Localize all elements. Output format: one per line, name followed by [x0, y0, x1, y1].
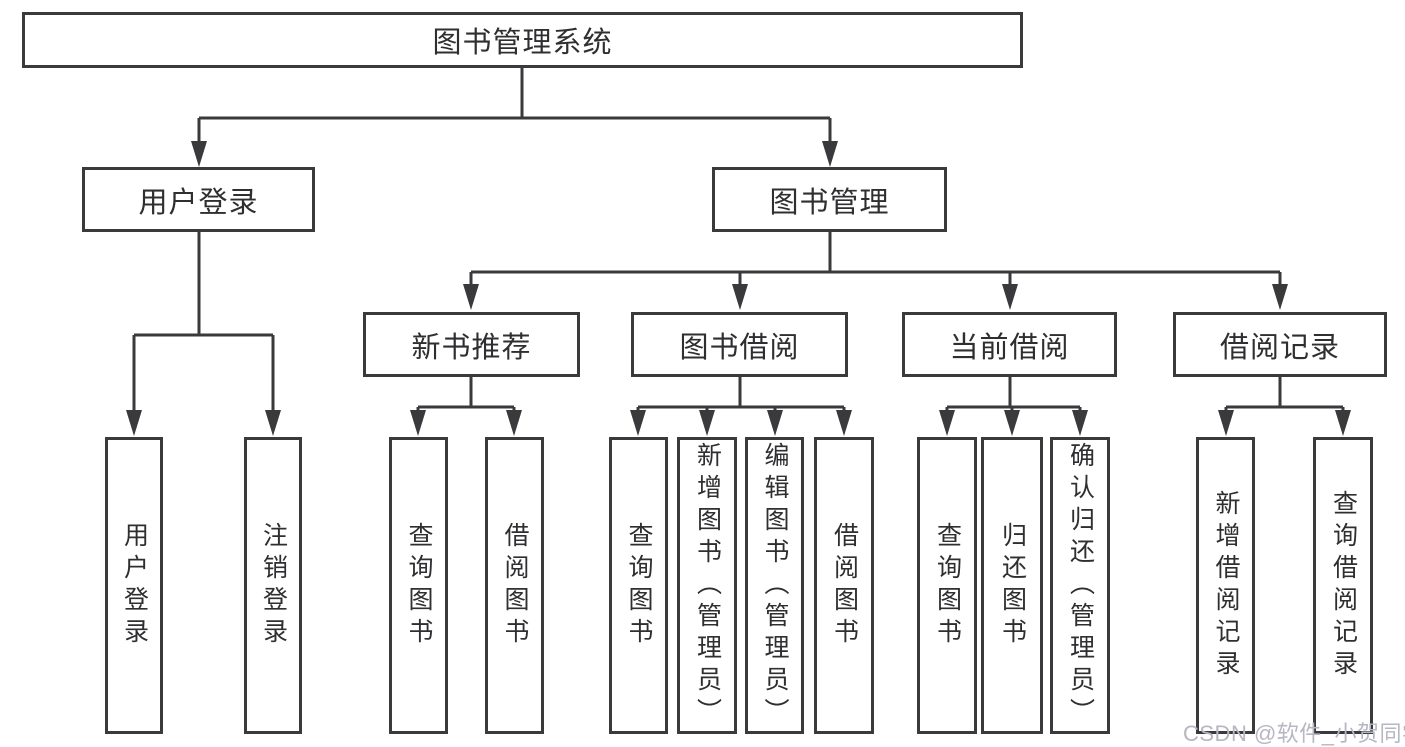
leaf-rec-borrow-books: 借阅图书 [485, 437, 544, 734]
connector-borrow-to-leaves [636, 377, 846, 412]
arrowhead-icon [1335, 410, 1351, 436]
arrowhead-icon [191, 141, 207, 167]
leaf-current-query-books-label: 查询图书 [933, 521, 962, 650]
leaf-borrow-add-books-admin-label: 新增图书（管理员） [693, 441, 722, 730]
leaf-current-confirm-return-admin-label: 确认归还（管理员） [1066, 441, 1095, 730]
arrowhead-icon [732, 284, 748, 310]
arrowheads [126, 141, 1351, 436]
arrowhead-icon [1218, 410, 1234, 436]
leaf-logout-label: 注销登录 [259, 521, 288, 650]
arrowhead-icon [836, 410, 852, 436]
leaf-current-return-books-label: 归还图书 [998, 521, 1027, 650]
node-current-borrow: 当前借阅 [902, 312, 1117, 377]
leaf-records-add-record: 新增借阅记录 [1196, 437, 1255, 734]
node-book-borrow-label: 图书借阅 [679, 331, 800, 364]
leaf-current-return-books: 归还图书 [981, 437, 1043, 734]
leaf-user-login-label: 用户登录 [120, 521, 149, 650]
arrowhead-icon [822, 141, 838, 167]
leaf-borrow-borrow-books: 借阅图书 [814, 437, 874, 734]
arrowhead-icon [1072, 410, 1088, 436]
leaf-records-query-record: 查询借阅记录 [1313, 437, 1373, 734]
arrowhead-icon [939, 410, 955, 436]
leaf-rec-query-books-label: 查询图书 [405, 521, 433, 650]
arrowhead-icon [1004, 410, 1020, 436]
arrowhead-icon [1002, 284, 1018, 310]
arrowhead-icon [410, 410, 426, 436]
node-book-mgmt-label: 图书管理 [769, 186, 890, 219]
connector-login-to-leaves [132, 232, 275, 412]
leaf-records-query-record-label: 查询借阅记录 [1329, 489, 1358, 682]
leaf-rec-borrow-books-label: 借阅图书 [501, 521, 529, 650]
leaf-borrow-query-books-label: 查询图书 [625, 521, 653, 650]
arrowhead-icon [463, 284, 479, 310]
node-root-label: 图书管理系统 [432, 27, 613, 59]
leaf-borrow-add-books-admin: 新增图书（管理员） [677, 437, 737, 734]
arrowhead-icon [265, 410, 281, 436]
leaf-borrow-borrow-books-label: 借阅图书 [830, 521, 859, 650]
connector-records-to-leaves [1224, 377, 1345, 412]
node-user-login-label: 用户登录 [138, 186, 259, 219]
watermark: CSDN @软件_小贺同学 [1183, 721, 1405, 746]
arrowhead-icon [699, 410, 715, 436]
node-user-login: 用户登录 [82, 167, 315, 232]
node-book-borrow: 图书借阅 [631, 312, 848, 377]
leaf-records-add-record-label: 新增借阅记录 [1212, 489, 1240, 682]
leaf-rec-query-books: 查询图书 [389, 437, 448, 734]
arrowhead-icon [506, 410, 522, 436]
arrowhead-icon [1272, 284, 1288, 310]
node-new-book-rec-label: 新书推荐 [411, 331, 532, 364]
connector-mgmt-to-level3 [469, 232, 1282, 286]
leaf-current-confirm-return-admin: 确认归还（管理员） [1050, 437, 1110, 734]
leaf-current-query-books: 查询图书 [917, 437, 977, 734]
node-borrow-records-label: 借阅记录 [1219, 331, 1340, 364]
connector-rec-to-leaves [416, 377, 516, 412]
leaf-borrow-query-books: 查询图书 [609, 437, 668, 734]
arrowhead-icon [630, 410, 646, 436]
arrowhead-icon [126, 410, 142, 436]
node-current-borrow-label: 当前借阅 [949, 331, 1070, 364]
leaf-borrow-edit-books-admin: 编辑图书（管理员） [745, 437, 804, 734]
connector-root-to-level2 [197, 68, 832, 146]
connector-current-to-leaves [945, 377, 1082, 412]
leaf-user-login: 用户登录 [105, 437, 163, 734]
node-root: 图书管理系统 [22, 12, 1023, 68]
arrowhead-icon [767, 410, 783, 436]
node-book-mgmt: 图书管理 [712, 167, 947, 232]
node-borrow-records: 借阅记录 [1173, 312, 1387, 377]
node-new-book-rec: 新书推荐 [363, 312, 580, 377]
leaf-logout: 注销登录 [244, 437, 302, 734]
leaf-borrow-edit-books-admin-label: 编辑图书（管理员） [761, 441, 789, 730]
